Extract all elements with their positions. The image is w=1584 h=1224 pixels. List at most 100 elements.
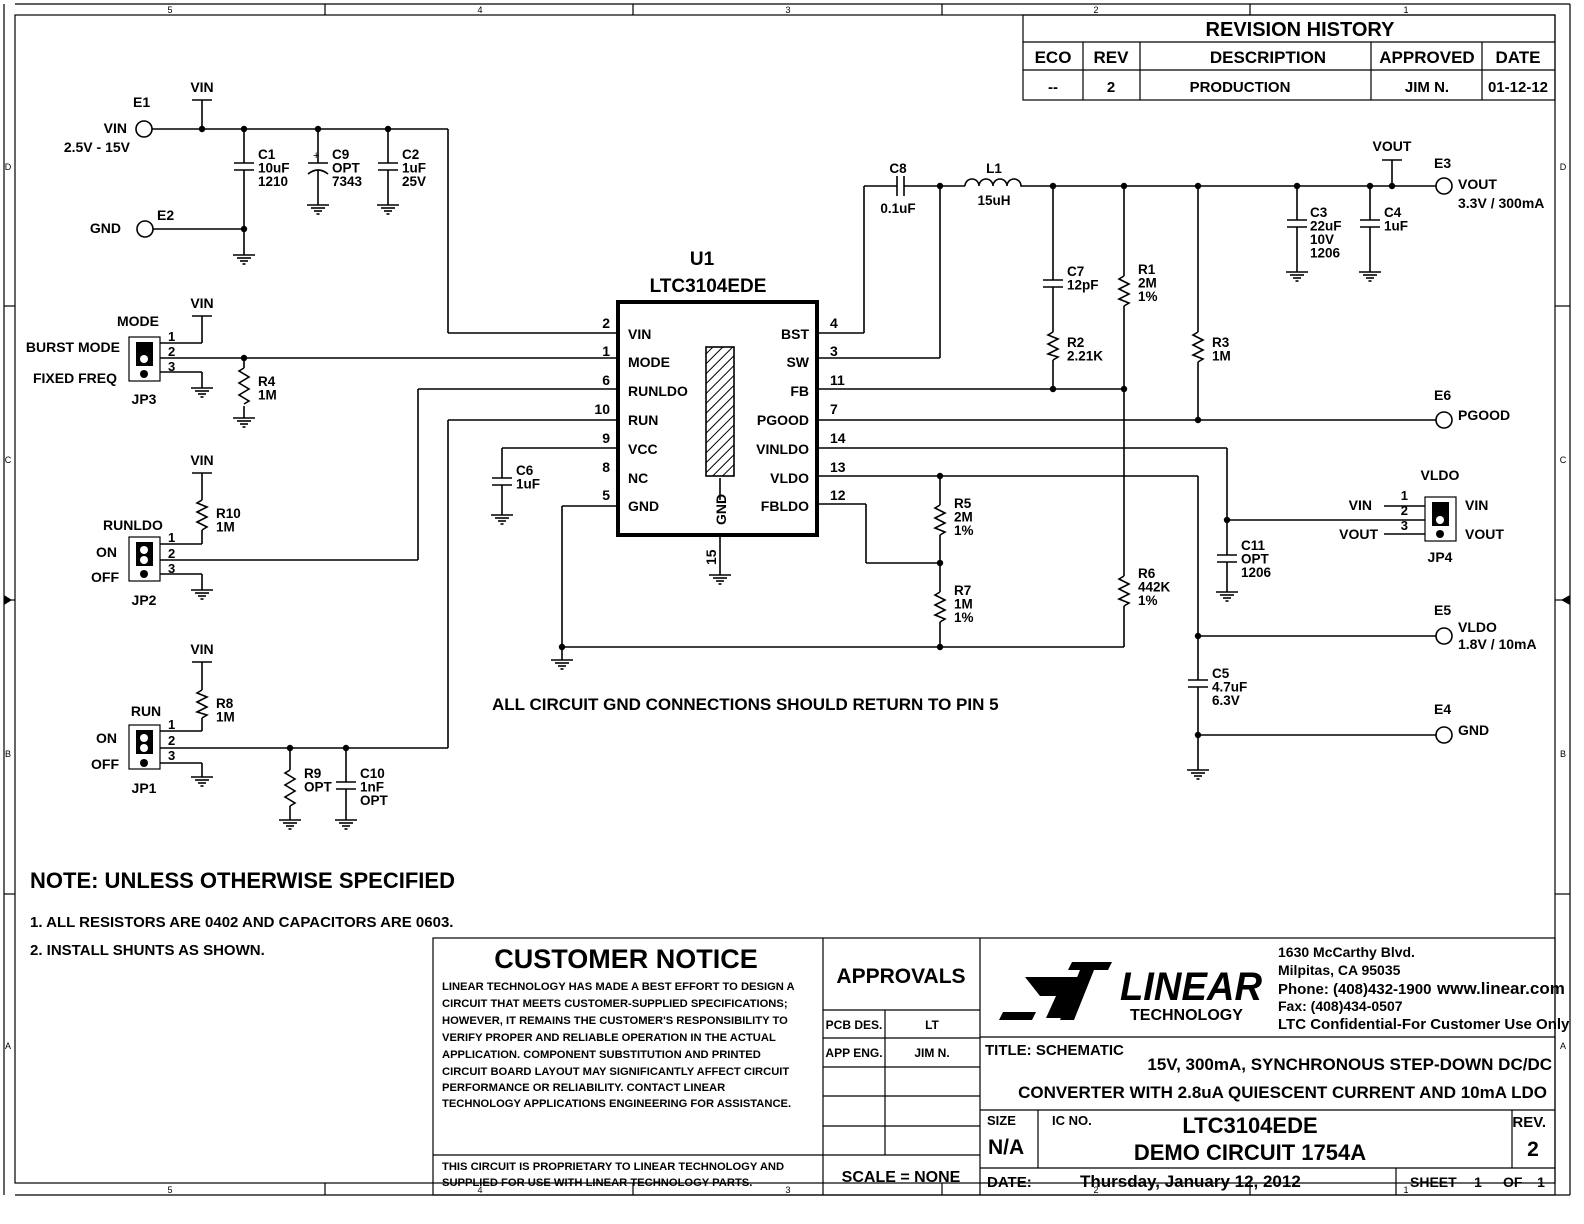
component-value: 1% xyxy=(1138,289,1158,304)
jumper-pin-number: 3 xyxy=(168,748,175,763)
component-value: 1nF xyxy=(360,780,384,795)
zone-col-top: 3 xyxy=(785,5,790,15)
ic-pin-number: 10 xyxy=(594,401,610,417)
rev-header-cell: DATE xyxy=(1495,48,1540,67)
jumper-option: ON xyxy=(96,730,117,746)
ic-pin-name: VLDO xyxy=(770,470,809,486)
customer-notice-line: CIRCUIT BOARD LAYOUT MAY SIGNIFICANTLY A… xyxy=(442,1066,789,1078)
ic-u1 xyxy=(616,300,819,537)
terminals xyxy=(135,120,1453,744)
jumper-option: FIXED FREQ xyxy=(33,370,117,386)
terminal-value: 2.5V - 15V xyxy=(64,139,131,155)
approval-name: JIM N. xyxy=(914,1046,949,1060)
terminal-name: PGOOD xyxy=(1458,407,1510,423)
component-value: 1uF xyxy=(1384,219,1408,234)
jumper-option: BURST MODE xyxy=(26,339,120,355)
component-ref: C2 xyxy=(402,147,419,162)
proprietary-line: SUPPLIED FOR USE WITH LINEAR TECHNOLOGY … xyxy=(442,1177,752,1189)
ground-icon xyxy=(1359,271,1381,282)
ic-pin-name: FBLDO xyxy=(761,498,809,514)
zone-col-top: 4 xyxy=(477,5,482,15)
customer-notice-line: TECHNOLOGY APPLICATIONS ENGINEERING FOR … xyxy=(442,1098,791,1110)
title-label: TITLE: SCHEMATIC xyxy=(985,1042,1124,1059)
component-value: 1M xyxy=(1212,349,1231,364)
customer-notice-line: VERIFY PROPER AND RELIABLE OPERATION IN … xyxy=(442,1032,776,1044)
zone-col-bottom: 2 xyxy=(1093,1185,1098,1195)
component-ref: C4 xyxy=(1384,205,1402,220)
ground-icon xyxy=(279,819,301,830)
ic-pin-number: 15 xyxy=(703,549,719,565)
jumper-pin-number: 3 xyxy=(1401,518,1408,533)
terminal-ref: E2 xyxy=(157,207,174,223)
scale-label: SCALE = NONE xyxy=(842,1169,961,1186)
component-value: 442K xyxy=(1138,580,1171,595)
ground-icon xyxy=(191,776,213,787)
component-value: OPT xyxy=(1241,552,1270,567)
component-value: OPT xyxy=(332,161,361,176)
zone-col-bottom: 4 xyxy=(477,1185,482,1195)
terminal-ref: E1 xyxy=(133,94,150,110)
component-value: 10uF xyxy=(258,161,290,176)
ic-pin-number: 7 xyxy=(830,401,838,417)
component-value: 2M xyxy=(954,510,973,525)
net-label-vin: VIN xyxy=(190,452,213,468)
component-value: OPT xyxy=(304,780,333,795)
component-value: 1M xyxy=(258,388,277,403)
ic-pin-name: RUNLDO xyxy=(628,383,688,399)
jumper-pin-number: 2 xyxy=(168,546,175,561)
net-label-vin: VIN xyxy=(190,295,213,311)
customer-notice-line: HOWEVER, IT REMAINS THE CUSTOMER'S RESPO… xyxy=(442,1015,788,1027)
ic-pin-number: 9 xyxy=(602,430,610,446)
ic-pin-name: GND xyxy=(628,498,659,514)
component-ref: L1 xyxy=(986,161,1002,176)
zone-col-bottom: 3 xyxy=(785,1185,790,1195)
wires xyxy=(151,100,1436,820)
terminal-ref: E3 xyxy=(1434,155,1451,171)
company-address: Milpitas, CA 95035 xyxy=(1278,962,1401,978)
component-value: 6.3V xyxy=(1212,693,1240,708)
component-ref: C1 xyxy=(258,147,276,162)
ground-icon xyxy=(491,514,513,525)
of-label: OF xyxy=(1503,1174,1523,1190)
ic-pin-number: 8 xyxy=(602,459,610,475)
jumper-pin-number: 1 xyxy=(168,717,175,732)
approval-role: PCB DES. xyxy=(826,1018,883,1032)
components xyxy=(192,99,1402,807)
approvals-title: APPROVALS xyxy=(836,965,965,988)
title-line-2: CONVERTER WITH 2.8uA QUIESCENT CURRENT A… xyxy=(1018,1083,1547,1102)
component-ref: R10 xyxy=(216,506,241,521)
terminal-name: GND xyxy=(90,220,121,236)
component-value: 2M xyxy=(1138,276,1157,291)
ic-pin-number: 12 xyxy=(830,487,846,503)
company-confidential: LTC Confidential-For Customer Use Only xyxy=(1278,1016,1570,1033)
terminal-ref: E5 xyxy=(1434,602,1451,618)
ic-pin-number: 6 xyxy=(602,372,610,388)
component-value: 1M xyxy=(216,710,235,725)
component-value: 1M xyxy=(216,520,235,535)
jumper-pin-number: 3 xyxy=(168,561,175,576)
ic-pin-number: 1 xyxy=(602,343,610,359)
component-value: 10V xyxy=(1310,232,1334,247)
rev-row-cell: 01-12-12 xyxy=(1488,79,1548,96)
zone-col-top: 2 xyxy=(1093,5,1098,15)
company-phone: Phone: (408)432-1900 xyxy=(1278,981,1431,998)
terminal-value: 3.3V / 300mA xyxy=(1458,195,1544,211)
component-value: 4.7uF xyxy=(1212,680,1247,695)
ic-pin-name: MODE xyxy=(628,354,670,370)
rev-row-cell: 2 xyxy=(1107,79,1115,96)
ic-pin-number: 2 xyxy=(602,315,610,331)
jumper-title: VLDO xyxy=(1421,467,1460,483)
zone-row-left: B xyxy=(5,749,11,759)
jumper-pin-number: 1 xyxy=(1401,488,1408,503)
customer-notice-line: CIRCUIT THAT MEETS CUSTOMER-SUPPLIED SPE… xyxy=(442,998,788,1010)
zone-col-bottom: 5 xyxy=(167,1185,172,1195)
component-value: 1210 xyxy=(258,174,288,189)
component-value: 7343 xyxy=(332,174,363,189)
ground-icon xyxy=(1286,271,1308,282)
revision-history-table: REVISION HISTORY ECO REV DESCRIPTION APP… xyxy=(1022,14,1556,101)
size-label: SIZE xyxy=(987,1113,1016,1128)
terminal-ref: E4 xyxy=(1434,701,1451,717)
component-value: 0.1uF xyxy=(880,201,915,216)
component-ref: C3 xyxy=(1310,205,1328,220)
jumper-pin-number: 2 xyxy=(1401,503,1408,518)
